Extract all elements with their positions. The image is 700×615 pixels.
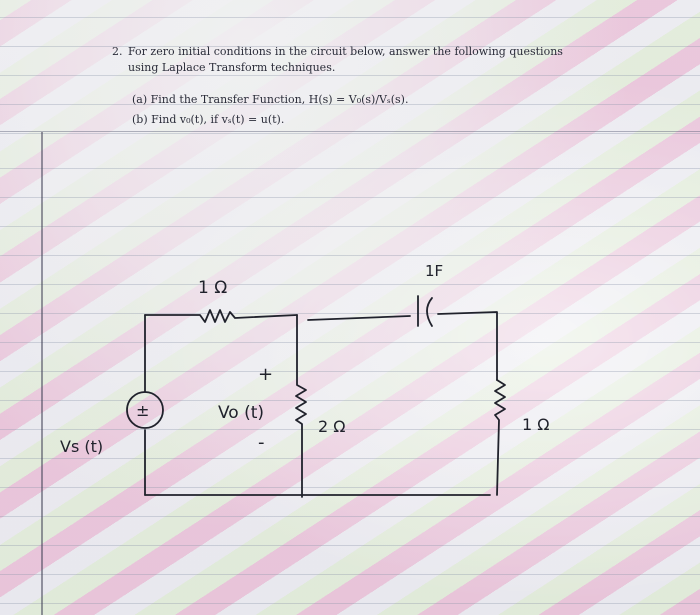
label-vo-plus: +	[258, 364, 273, 385]
source-polarity-symbol: ±	[136, 401, 149, 420]
wire-to-capacitor	[307, 315, 411, 321]
label-r3: 1 Ω	[522, 415, 550, 434]
problem-number: 2.	[112, 45, 123, 58]
part-b: (b) Find v₀(t), if vₛ(t) = u(t).	[132, 113, 285, 126]
voltage-source-icon	[126, 391, 164, 429]
resistor-1ohm	[144, 309, 298, 323]
label-vs: Vs (t)	[60, 437, 103, 456]
problem-intro: For zero initial conditions in the circu…	[128, 45, 563, 74]
margin-line	[41, 132, 43, 615]
header-rule	[0, 131, 700, 132]
part-a: (a) Find the Transfer Function, H(s) = V…	[132, 93, 409, 106]
circuit-wires	[126, 295, 506, 498]
resistor-2ohm	[295, 314, 307, 498]
label-vo-minus: -	[258, 432, 265, 453]
capacitor-plate-2	[426, 297, 433, 327]
wire-to-right	[437, 311, 498, 381]
label-vo: Vo (t)	[218, 403, 264, 423]
resistor-right-1ohm	[494, 379, 506, 496]
label-r2: 2 Ω	[318, 417, 346, 436]
label-capacitor: 1F	[425, 262, 443, 280]
label-r1: 1 Ω	[198, 278, 227, 298]
